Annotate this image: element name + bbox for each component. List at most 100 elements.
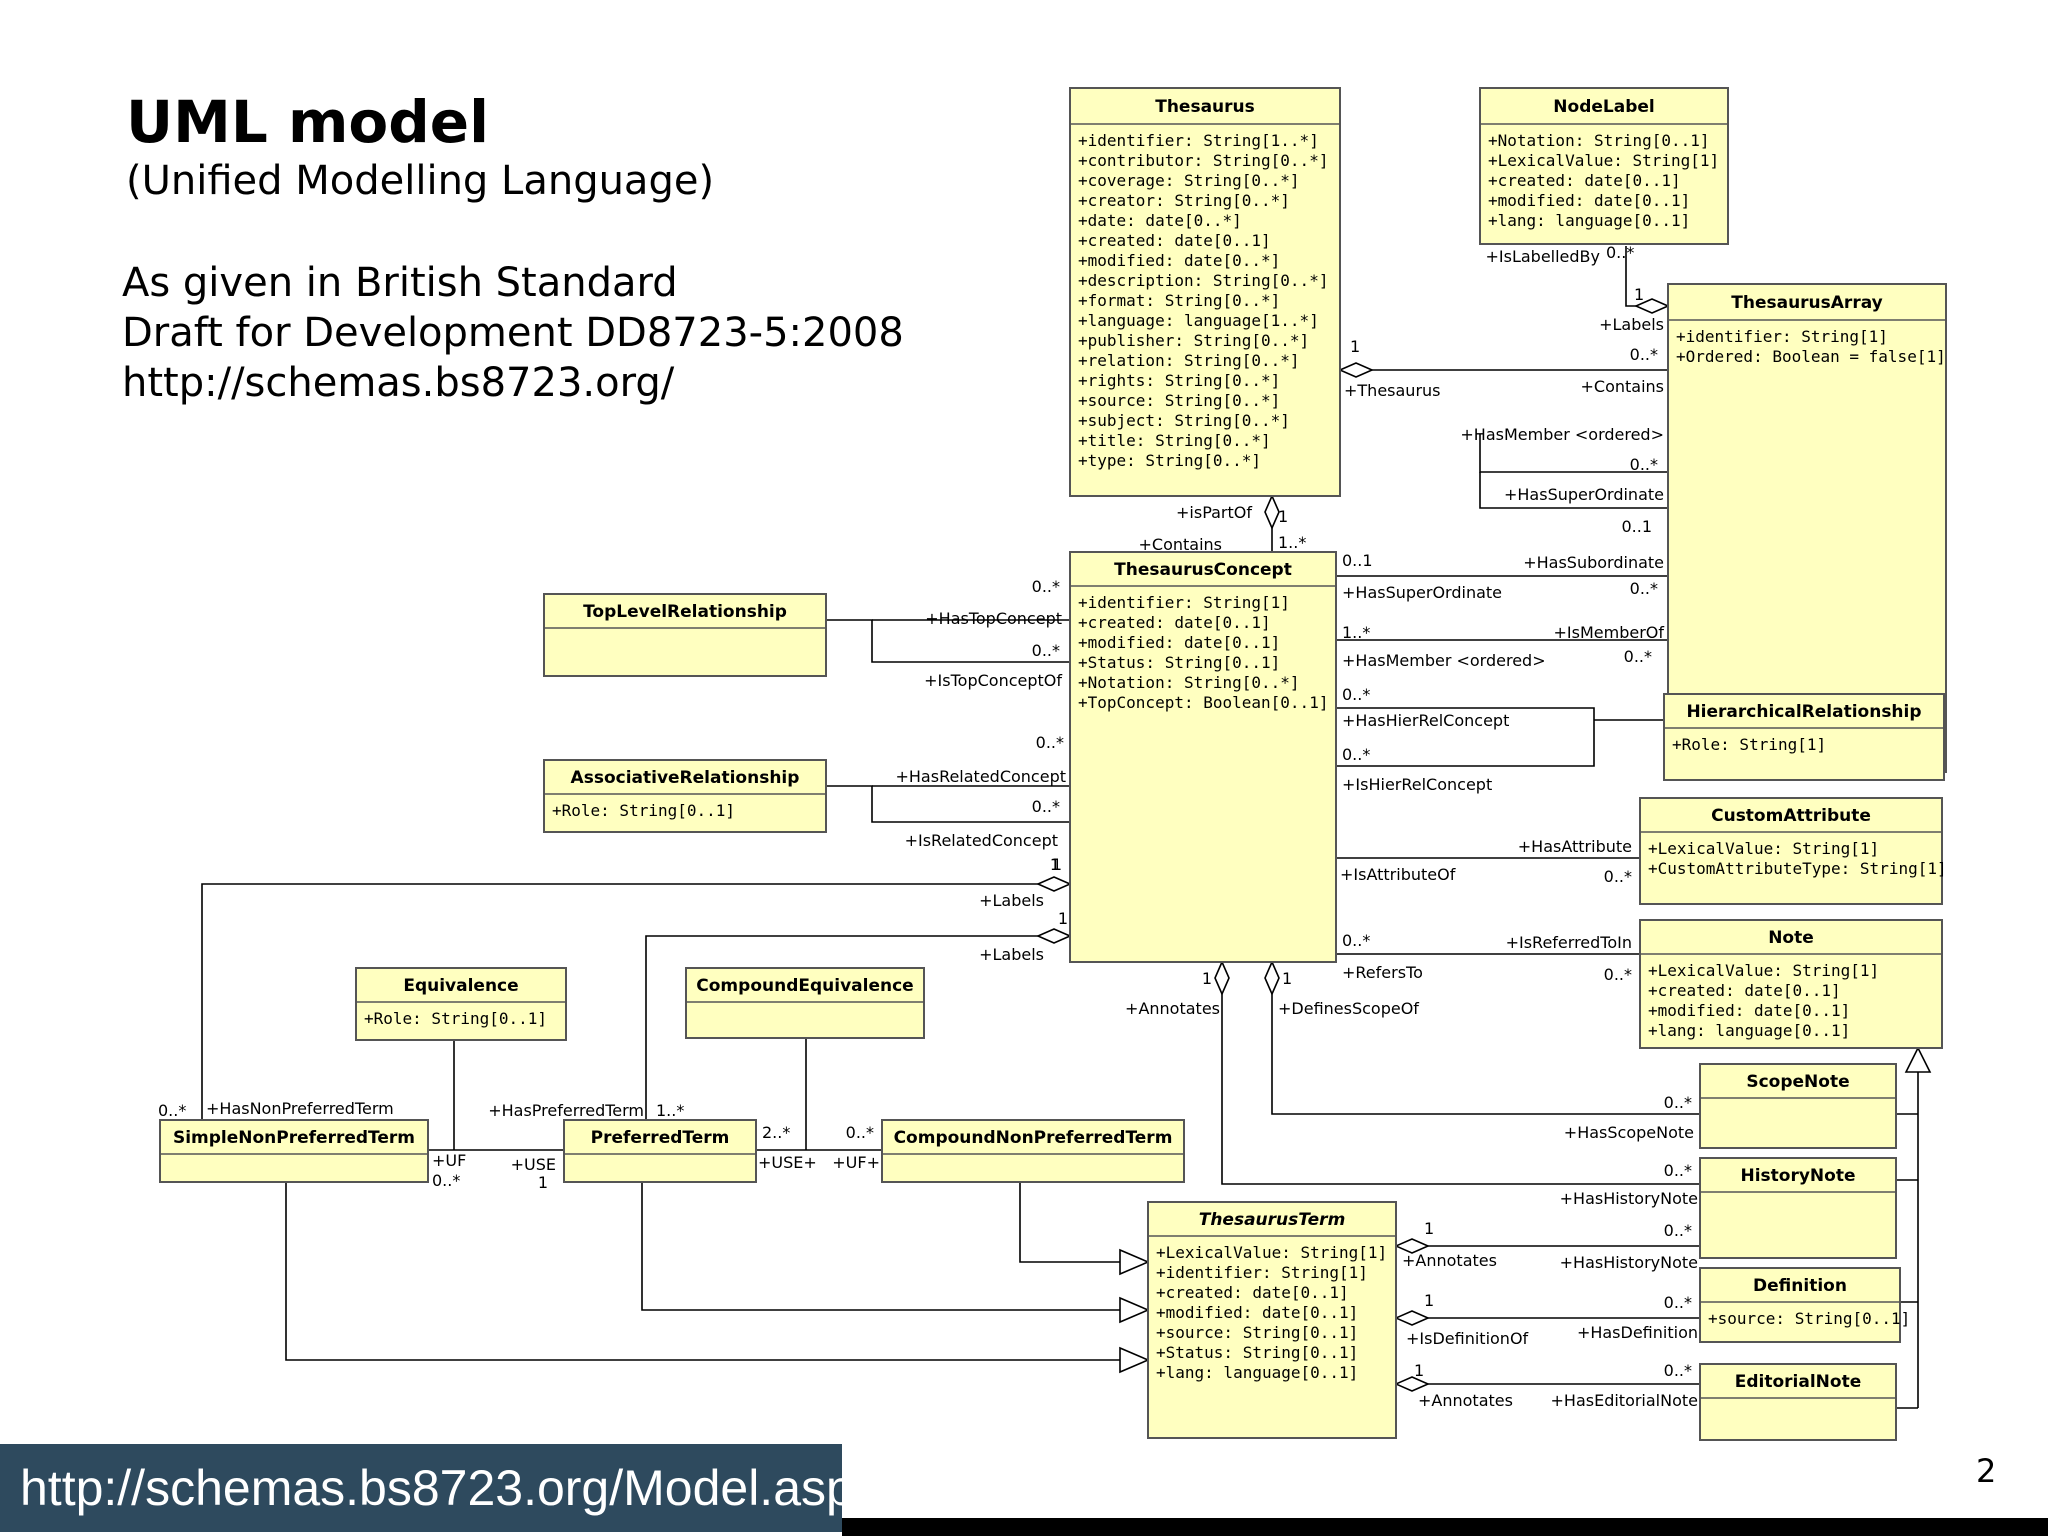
class-toplevel: TopLevelRelationship — [543, 593, 827, 677]
association-label: 1 — [1052, 855, 1062, 874]
class-thesaurus: Thesaurus+identifier: String[1..*]+contr… — [1069, 87, 1341, 497]
class-attribute: +subject: String[0..*] — [1078, 411, 1290, 430]
aggregation-diamond — [1634, 298, 1670, 314]
association-line — [1271, 974, 1700, 1115]
association-label: +UF — [432, 1151, 466, 1170]
class-box — [1699, 1063, 1897, 1149]
footer-url[interactable]: http://schemas.bs8723.org/Model.aspx — [0, 1444, 879, 1532]
association-label: +Thesaurus — [1344, 381, 1441, 400]
class-name: Thesaurus — [1155, 97, 1255, 117]
association-label: +Labels — [979, 945, 1044, 964]
association-label: +USE — [511, 1155, 556, 1174]
class-attribute: +identifier: String[1] — [1156, 1263, 1368, 1282]
association-label: 0..* — [432, 1171, 460, 1190]
association-label: 1 — [1424, 1291, 1434, 1310]
class-box — [881, 1119, 1185, 1183]
class-attribute: +relation: String[0..*] — [1078, 351, 1300, 370]
class-historynote: HistoryNote — [1699, 1157, 1897, 1259]
aggregation-diamond — [1394, 1310, 1430, 1326]
class-box — [1069, 87, 1341, 497]
class-box — [685, 967, 925, 1039]
class-attribute: +language: language[1..*] — [1078, 311, 1319, 330]
class-box — [1663, 693, 1945, 781]
class-name: ThesaurusTerm — [1199, 1210, 1346, 1230]
class-attribute: +title: String[0..*] — [1078, 431, 1271, 450]
association-label: 0..1 — [1342, 551, 1373, 570]
class-box — [355, 967, 567, 1041]
association-label: +HasHistoryNote — [1560, 1189, 1698, 1208]
association-line — [285, 1182, 1120, 1361]
association-label: 0..* — [1664, 1161, 1692, 1180]
class-attribute: +modified: date[0..*] — [1078, 251, 1280, 270]
association-label: 0..* — [1664, 1221, 1692, 1240]
association-label: +HasEditorialNote — [1551, 1391, 1699, 1410]
class-attribute: +identifier: String[1] — [1078, 593, 1290, 612]
class-attribute: +source: String[0..*] — [1078, 391, 1280, 410]
class-name: ThesaurusConcept — [1114, 560, 1292, 580]
class-name: PreferredTerm — [591, 1128, 730, 1148]
association-label: 1 — [1282, 969, 1292, 988]
association-label: +RefersTo — [1342, 963, 1423, 982]
association-label: +HasSubordinate — [1523, 553, 1664, 572]
association-label: +Labels — [1599, 315, 1664, 334]
class-attribute: +Notation: String[0..1] — [1488, 131, 1710, 150]
class-name: SimpleNonPreferredTerm — [173, 1128, 415, 1148]
association-label: 0..* — [1036, 733, 1064, 752]
class-name: AssociativeRelationship — [571, 768, 800, 788]
class-attribute: +date: date[0..*] — [1078, 211, 1242, 230]
class-name: ScopeNote — [1746, 1072, 1849, 1092]
association-label: 1..* — [1278, 533, 1306, 552]
association-label: +Contains — [1138, 535, 1222, 554]
class-compoundnpt: CompoundNonPreferredTerm — [881, 1119, 1185, 1183]
class-simplenpt: SimpleNonPreferredTerm — [159, 1119, 429, 1183]
class-attribute: +lang: language[0..1] — [1648, 1021, 1850, 1040]
class-attribute: +Status: String[0..1] — [1078, 653, 1280, 672]
class-name: TopLevelRelationship — [583, 602, 787, 622]
class-box — [1479, 87, 1729, 245]
association-label: 1 — [1424, 1219, 1434, 1238]
association-label: +HasSuperOrdinate — [1504, 485, 1664, 504]
association-label: +Annotates — [1402, 1251, 1497, 1270]
class-attribute: +source: String[0..1] — [1156, 1323, 1358, 1342]
generalization-arrow — [1119, 1346, 1151, 1374]
association-label: +IsRelatedConcept — [905, 831, 1058, 850]
class-attribute: +coverage: String[0..*] — [1078, 171, 1300, 190]
class-name: ThesaurusArray — [1731, 293, 1882, 313]
class-equivalence: Equivalence+Role: String[0..1] — [355, 967, 567, 1041]
aggregation-diamond — [1036, 928, 1072, 944]
association-label: +USE+ — [758, 1153, 817, 1172]
class-box — [1639, 797, 1943, 905]
generalization-arrow — [1119, 1296, 1151, 1324]
class-compoundequivalence: CompoundEquivalence — [685, 967, 925, 1039]
association-line — [826, 785, 1070, 823]
association-label: 0..* — [1664, 1293, 1692, 1312]
association-label: 1 — [1058, 909, 1068, 928]
association-label: +Labels — [979, 891, 1044, 910]
association-label: +HasAttribute — [1518, 837, 1632, 856]
class-name: HierarchicalRelationship — [1686, 702, 1921, 722]
class-attribute: +modified: date[0..1] — [1648, 1001, 1850, 1020]
association-label: +IsLabelledBy — [1485, 247, 1600, 266]
aggregation-diamond — [1394, 1238, 1430, 1254]
association-label: +HasHierRelConcept — [1342, 711, 1509, 730]
association-label: 0..* — [1604, 965, 1632, 984]
association-label: +Annotates — [1418, 1391, 1513, 1410]
slide-body: As given in British Standard Draft for D… — [122, 258, 904, 408]
association-line — [1221, 974, 1700, 1185]
association-label: 0..* — [1342, 745, 1370, 764]
aggregation-diamond — [1036, 876, 1072, 892]
class-attribute: +format: String[0..*] — [1078, 291, 1280, 310]
association-label: 1 — [1414, 1361, 1424, 1380]
class-attribute: +created: date[0..1] — [1156, 1283, 1349, 1302]
class-attribute: +LexicalValue: String[1] — [1488, 151, 1719, 170]
class-box — [543, 593, 827, 677]
class-name: Equivalence — [403, 976, 518, 996]
association-label: +isPartOf — [1176, 503, 1252, 522]
class-box — [1147, 1201, 1397, 1439]
body-line: Draft for Development DD8723-5:2008 — [122, 310, 904, 356]
classes: Thesaurus+identifier: String[1..*]+contr… — [159, 87, 1947, 1441]
class-attribute: +contributor: String[0..*] — [1078, 151, 1328, 170]
association-label: +HasPreferredTerm — [488, 1101, 644, 1120]
class-attribute: +Ordered: Boolean = false[1] — [1676, 347, 1946, 366]
